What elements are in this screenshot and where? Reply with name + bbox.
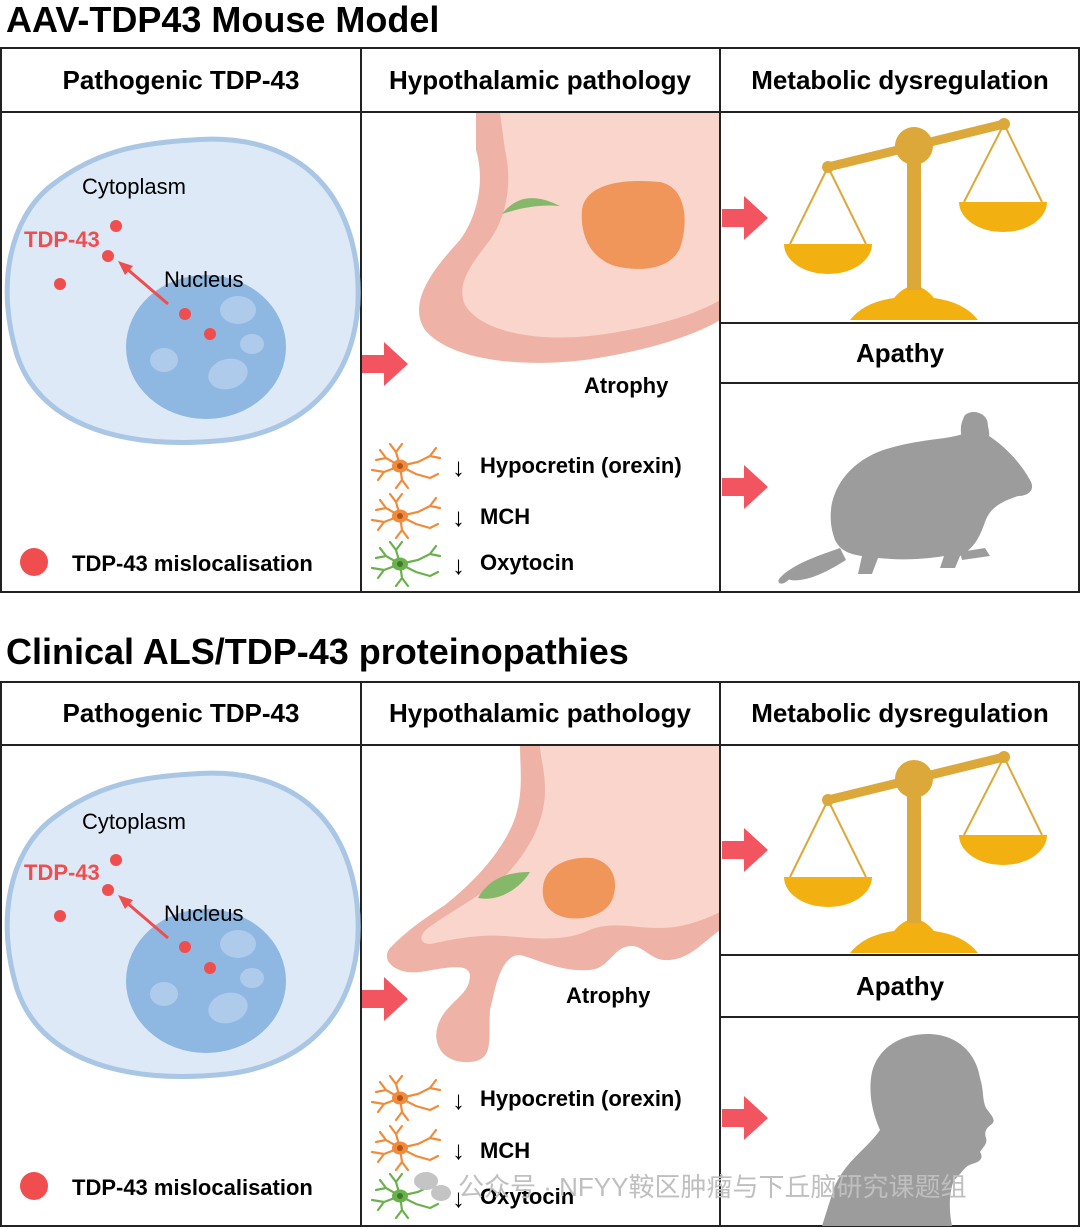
neuron-icon-orange [370,442,442,490]
tdp43-label: TDP-43 [24,860,100,885]
neuron-label-oxytocin: Oxytocin [480,550,574,575]
neuron-icon-orange [370,492,442,540]
export-arrow [118,261,169,306]
flow-arrow [362,342,408,386]
legend-dot [20,548,48,576]
mouse-silhouette-icon [778,412,1033,584]
human-head-silhouette-icon [822,1034,994,1226]
tdp43-dot [102,250,114,262]
flow-arrow [722,196,768,240]
wechat-icon [414,1172,451,1201]
neuron-icon-orange [370,1074,442,1122]
section-grid [0,681,1080,1227]
column-header-pathogenic: Pathogenic TDP-43 [63,65,300,95]
apathy-label: Apathy [856,338,945,368]
balance-scale-icon [784,118,1047,320]
decrease-arrow: ↓ [452,1135,465,1165]
column-header-pathogenic: Pathogenic TDP-43 [63,698,300,728]
section-title: AAV-TDP43 Mouse Model [6,0,439,40]
legend-dot [20,1172,48,1200]
neuron-label-mch: MCH [480,1138,530,1163]
neuron-icon-green [370,540,442,588]
watermark: 公众号 · NFYY鞍区肿瘤与下丘脑研究课题组 [414,1172,966,1202]
cell-diagram: Cytoplasm Nucleus TDP-43 [7,139,358,442]
balance-scale-icon [784,751,1047,953]
legend-label: TDP-43 mislocalisation [72,1175,313,1200]
tdp43-dot [110,220,122,232]
tdp43-dot [204,328,216,340]
decrease-arrow: ↓ [452,550,465,580]
column-header-hypothalamic: Hypothalamic pathology [389,698,691,728]
cytoplasm-label: Cytoplasm [82,809,186,834]
tdp43-dot [54,910,66,922]
neuron-label-hypocretin: Hypocretin (orexin) [480,1086,682,1111]
atrophy-label: Atrophy [584,373,669,398]
flow-arrow [722,1096,768,1140]
neuron-label-oxytocin: Oxytocin [480,1184,574,1209]
hypothalamus-tissue [386,746,719,1063]
export-arrow [118,895,169,940]
tdp43-dot [204,962,216,974]
legend-label: TDP-43 mislocalisation [72,551,313,576]
apathy-label: Apathy [856,971,945,1001]
atrophy-label: Atrophy [566,983,651,1008]
tdp43-dot [110,854,122,866]
section-title: Clinical ALS/TDP-43 proteinopathies [6,631,629,672]
tdp43-dot [102,884,114,896]
neuron-label-mch: MCH [480,504,530,529]
column-header-metabolic: Metabolic dysregulation [751,698,1049,728]
decrease-arrow: ↓ [452,1183,465,1213]
cytoplasm-label: Cytoplasm [82,174,186,199]
flow-arrow [722,465,768,509]
decrease-arrow: ↓ [452,502,465,532]
tdp43-dot [179,308,191,320]
neuron-list: ↓ Hypocretin (orexin) ↓ MCH ↓ Oxytocin [370,442,682,588]
hypothalamus-tissue [419,113,719,363]
tdp43-label: TDP-43 [24,227,100,252]
column-header-metabolic: Metabolic dysregulation [751,65,1049,95]
decrease-arrow: ↓ [452,1085,465,1115]
flow-arrow [362,977,408,1021]
nucleus-label: Nucleus [164,901,243,926]
neuron-list: ↓ Hypocretin (orexin) ↓ MCH ↓ Oxytocin [370,1074,682,1220]
nucleus-label: Nucleus [164,267,243,292]
tdp43-dot [179,941,191,953]
neuron-label-hypocretin: Hypocretin (orexin) [480,453,682,478]
tdp43-dot [54,278,66,290]
decrease-arrow: ↓ [452,452,465,482]
section-grid [0,47,1080,593]
column-header-hypothalamic: Hypothalamic pathology [389,65,691,95]
cell-diagram: Cytoplasm Nucleus TDP-43 [7,773,358,1076]
neuron-icon-orange [370,1124,442,1172]
watermark-text: 公众号 · NFYY鞍区肿瘤与下丘脑研究课题组 [458,1172,966,1202]
flow-arrow [722,828,768,872]
